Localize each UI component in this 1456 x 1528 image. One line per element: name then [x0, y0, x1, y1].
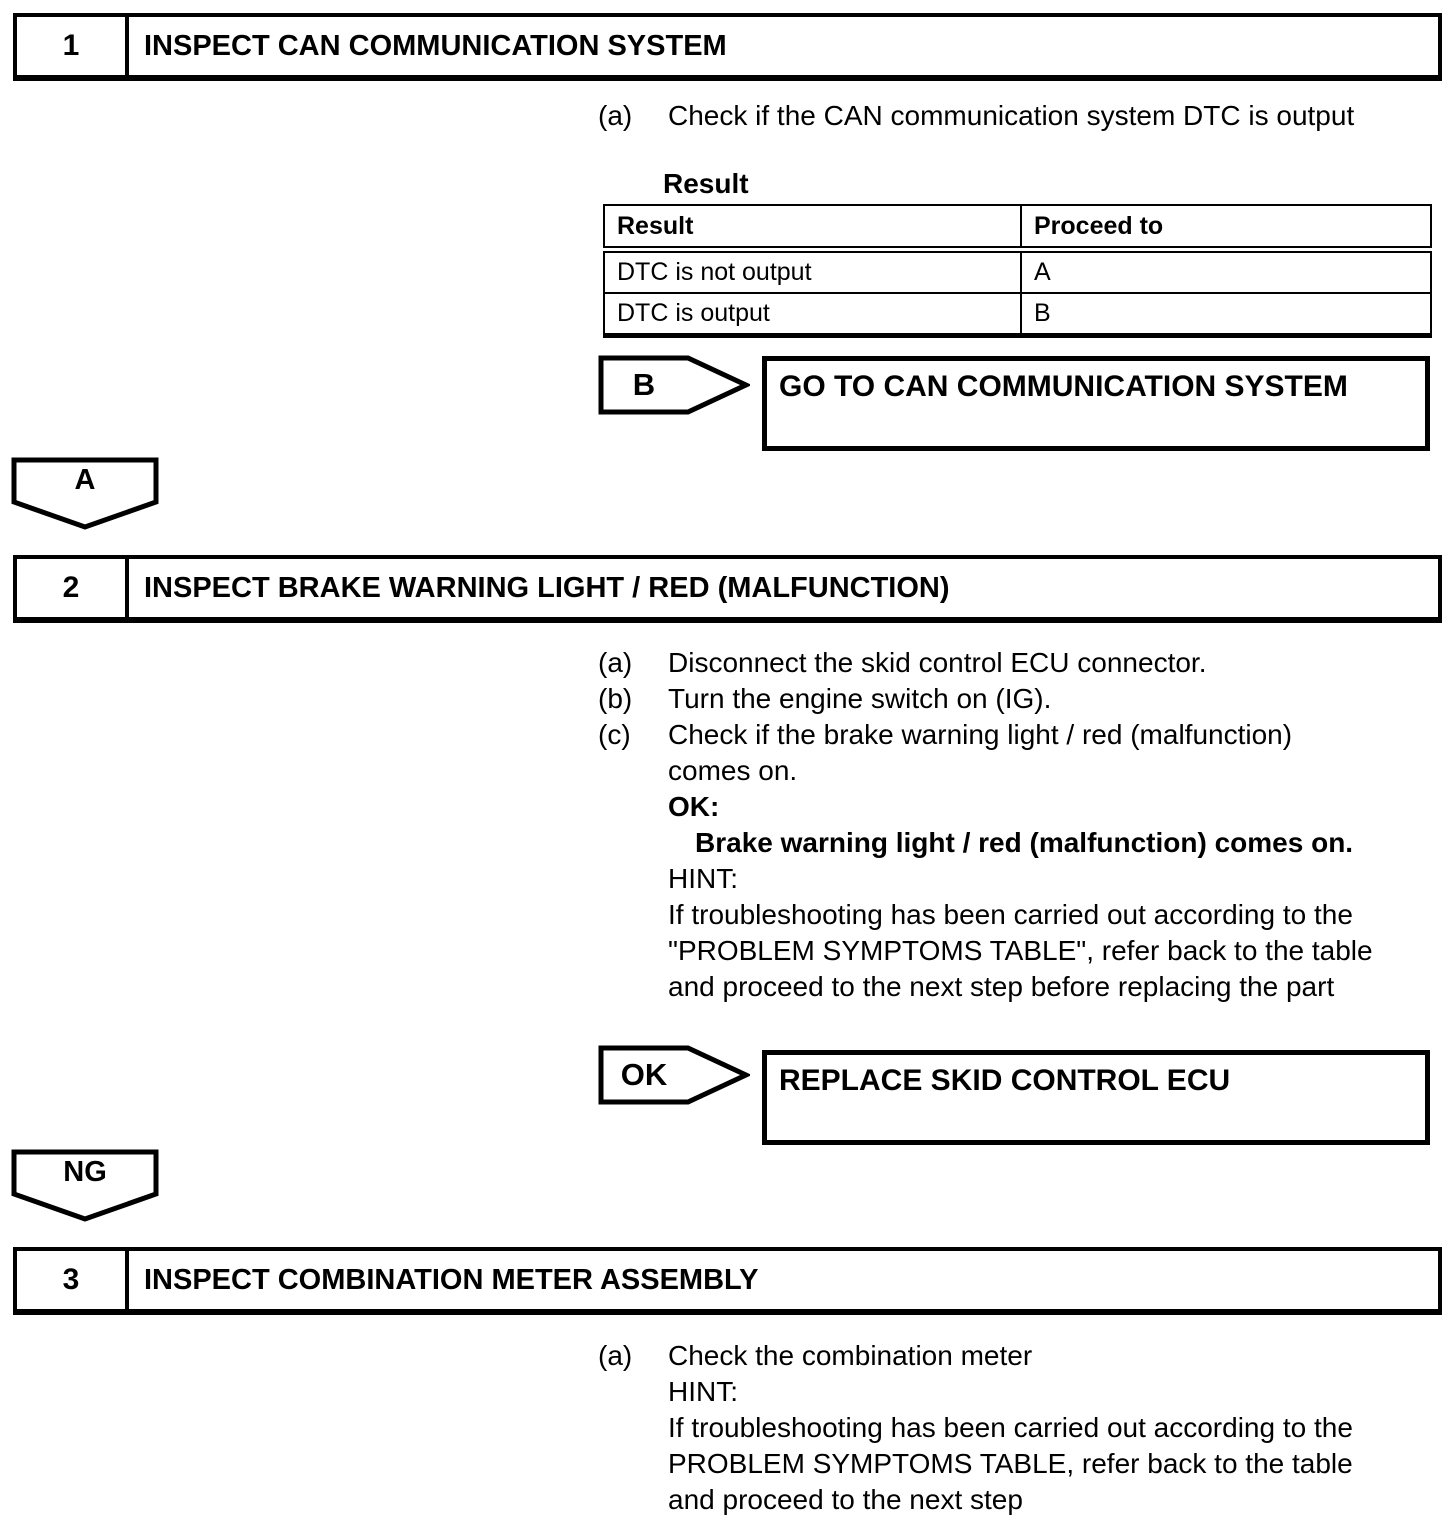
arrow-right-icon: [598, 1045, 752, 1105]
item-text-block: Check the combination meter HINT: If tro…: [668, 1338, 1353, 1518]
result-heading: Result: [663, 168, 749, 199]
cell-result: DTC is not output: [603, 248, 1022, 294]
result-table: Result Proceed to DTC is not output A DT…: [603, 204, 1432, 338]
step1-instructions: (a) Check if the CAN communication syste…: [598, 98, 1354, 134]
item-marker: (a): [598, 647, 633, 678]
list-item: (a) Disconnect the skid control ECU conn…: [598, 645, 1373, 681]
step2-title: INSPECT BRAKE WARNING LIGHT / RED (MALFU…: [144, 571, 950, 604]
step2-action-box: REPLACE SKID CONTROL ECU: [762, 1050, 1430, 1145]
item-text-line: comes on.: [668, 755, 798, 786]
step2-instructions: (a) Disconnect the skid control ECU conn…: [598, 645, 1373, 1005]
item-text: Check if the CAN communication system DT…: [668, 100, 1355, 131]
pentagon-down-icon: [11, 457, 159, 530]
pentagon-down-icon: [11, 1149, 159, 1222]
step3-number: 3: [17, 1251, 129, 1309]
step1-action-box: GO TO CAN COMMUNICATION SYSTEM: [762, 356, 1430, 451]
hint-line: If troubleshooting has been carried out …: [668, 899, 1353, 930]
junction-a-label: A: [74, 463, 96, 496]
step2-header: 2 INSPECT BRAKE WARNING LIGHT / RED (MAL…: [13, 555, 1442, 623]
hint-line: and proceed to the next step before repl…: [668, 971, 1335, 1002]
cell-result: DTC is output: [603, 292, 1022, 338]
connector-b: B: [598, 355, 752, 415]
step2-number: 2: [17, 559, 129, 617]
junction-ng: NG: [11, 1149, 159, 1223]
connector-ok: OK: [598, 1045, 752, 1105]
hint-label: HINT:: [668, 863, 738, 894]
list-item: (c) Check if the brake warning light / r…: [598, 717, 1373, 1005]
table-row: DTC is not output A: [603, 248, 1432, 294]
item-marker: (b): [598, 683, 633, 714]
list-item: (a) Check if the CAN communication syste…: [598, 98, 1354, 134]
arrow-right-icon: [598, 355, 752, 415]
hint-label: HINT:: [668, 1376, 738, 1407]
list-item: (b) Turn the engine switch on (IG).: [598, 681, 1373, 717]
table-header-row: Result Proceed to: [603, 204, 1432, 253]
hint-line: "PROBLEM SYMPTOMS TABLE", refer back to …: [668, 935, 1373, 966]
item-marker: (c): [598, 719, 631, 750]
ok-condition: Brake warning light / red (malfunction) …: [695, 827, 1354, 858]
cell-proceed: A: [1020, 248, 1432, 294]
ok-label: OK:: [668, 791, 720, 822]
step1-number: 1: [17, 17, 129, 75]
step3-instructions: (a) Check the combination meter HINT: If…: [598, 1338, 1353, 1518]
junction-a: A: [11, 457, 159, 531]
item-text-line: Check if the brake warning light / red (…: [668, 719, 1293, 750]
item-marker: (a): [598, 1340, 633, 1371]
list-item: (a) Check the combination meter HINT: If…: [598, 1338, 1353, 1518]
hint-line: and proceed to the next step: [668, 1484, 1023, 1515]
table-row: DTC is output B: [603, 292, 1432, 338]
item-marker: (a): [598, 100, 633, 131]
col-header-result: Result: [603, 204, 1022, 253]
step1-title: INSPECT CAN COMMUNICATION SYSTEM: [144, 29, 727, 62]
connector-b-label: B: [632, 367, 656, 402]
connector-ok-label: OK: [620, 1057, 668, 1092]
hint-line: If troubleshooting has been carried out …: [668, 1412, 1353, 1443]
cell-proceed: B: [1020, 292, 1432, 338]
step1-header: 1 INSPECT CAN COMMUNICATION SYSTEM: [13, 13, 1442, 81]
junction-ng-label: NG: [63, 1155, 107, 1188]
item-text: Turn the engine switch on (IG).: [668, 683, 1052, 714]
hint-line: PROBLEM SYMPTOMS TABLE, refer back to th…: [668, 1448, 1353, 1479]
item-text: Disconnect the skid control ECU connecto…: [668, 647, 1207, 678]
step3-title: INSPECT COMBINATION METER ASSEMBLY: [144, 1263, 759, 1296]
step3-header: 3 INSPECT COMBINATION METER ASSEMBLY: [13, 1247, 1442, 1315]
col-header-proceed: Proceed to: [1020, 204, 1432, 253]
item-text: Check the combination meter: [668, 1340, 1033, 1371]
item-text-block: Check if the brake warning light / red (…: [668, 717, 1373, 1005]
